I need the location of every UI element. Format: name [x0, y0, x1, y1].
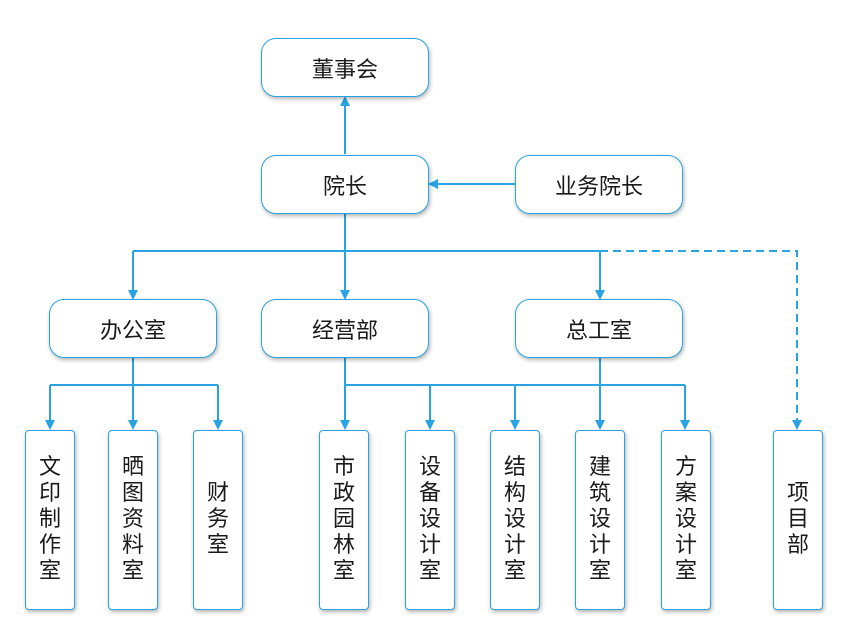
finance-room-label: 财务室	[206, 481, 229, 558]
structural-design-box: 结构设计室	[490, 430, 540, 610]
board-label: 董事会	[311, 57, 378, 83]
architectural-design-box: 建筑设计室	[575, 430, 625, 610]
blueprint-room-label: 晒图资料室	[121, 455, 144, 584]
print-room-box: 文印制作室	[25, 430, 75, 610]
chief-engineer-box: 总工室	[515, 299, 683, 358]
business-vp-label: 业务院长	[554, 174, 643, 200]
project-dept-label: 项目部	[786, 481, 809, 558]
print-room-label: 文印制作室	[38, 455, 61, 584]
equipment-design-label: 设备设计室	[418, 455, 441, 584]
structural-design-label: 结构设计室	[503, 455, 526, 584]
scheme-design-label: 方案设计室	[674, 455, 697, 584]
connector-dashed-to-project-dept	[600, 250, 802, 430]
municipal-landscape-label: 市政园林室	[332, 455, 355, 584]
operations-box: 经营部	[261, 299, 429, 358]
chief-engineer-label: 总工室	[565, 318, 632, 344]
operations-label: 经营部	[311, 318, 378, 344]
president-box: 院长	[261, 155, 429, 214]
president-label: 院长	[322, 174, 367, 200]
office-box: 办公室	[49, 299, 217, 358]
architectural-design-label: 建筑设计室	[588, 455, 611, 584]
office-label: 办公室	[99, 318, 166, 344]
project-dept-box: 项目部	[773, 430, 823, 610]
municipal-landscape-box: 市政园林室	[319, 430, 369, 610]
blueprint-room-box: 晒图资料室	[108, 430, 158, 610]
finance-room-box: 财务室	[193, 430, 243, 610]
equipment-design-box: 设备设计室	[405, 430, 455, 610]
board-box: 董事会	[261, 38, 429, 97]
business-vp-box: 业务院长	[515, 155, 683, 214]
scheme-design-box: 方案设计室	[661, 430, 711, 610]
